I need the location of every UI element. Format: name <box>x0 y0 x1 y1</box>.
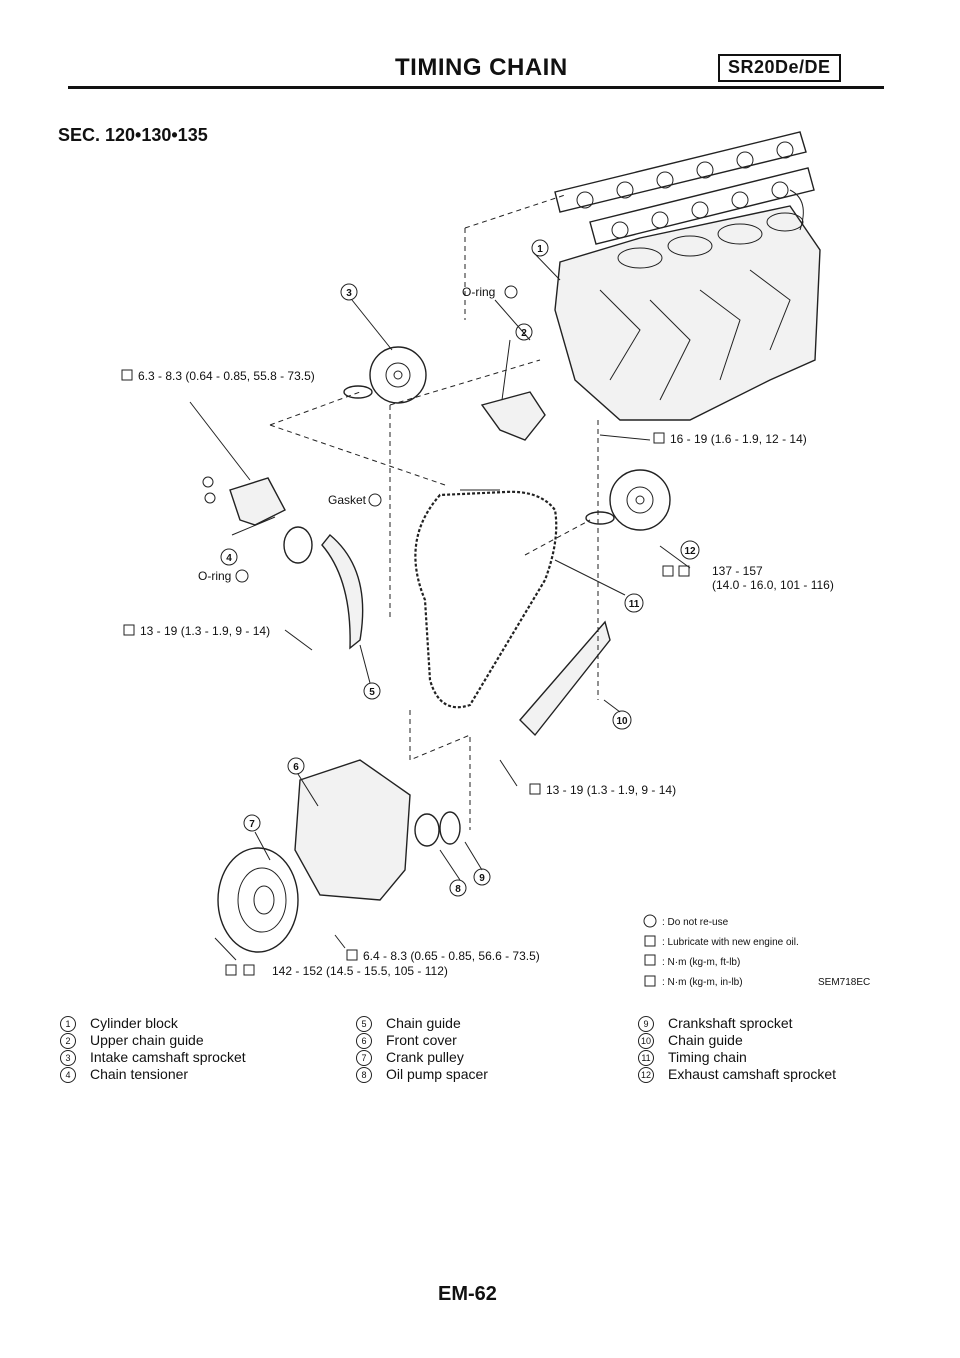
part-number: 10 <box>638 1033 654 1050</box>
list-item: 2 Upper chain guide <box>60 1032 246 1050</box>
torque-camshaft-sprocket-a: 137 - 157 <box>712 564 763 578</box>
figure-id: SEM718EC <box>818 977 870 988</box>
part-number: 8 <box>356 1067 372 1084</box>
engine-badge: SR20De/DE <box>718 54 841 82</box>
callout-4: 4 <box>226 553 232 564</box>
oring-left-label: O-ring <box>198 569 231 583</box>
part-name: Chain guide <box>386 1015 461 1031</box>
list-item: 4 Chain tensioner <box>60 1066 246 1084</box>
part-number: 2 <box>60 1033 76 1050</box>
part-name: Exhaust camshaft sprocket <box>668 1066 837 1082</box>
callout-3: 3 <box>346 288 352 299</box>
callout-10: 10 <box>616 716 628 727</box>
torque-upper-guide: 16 - 19 (1.6 - 1.9, 12 - 14) <box>670 432 807 446</box>
callout-8: 8 <box>455 884 461 895</box>
list-item: 5 Chain guide <box>356 1015 488 1033</box>
part-name: Crankshaft sprocket <box>668 1015 793 1031</box>
part-name: Cylinder block <box>90 1015 178 1031</box>
legend-nm-ftlb: : N·m (kg-m, ft-lb) <box>662 957 740 968</box>
page-number: EM-62 <box>438 1283 497 1305</box>
part-number: 1 <box>60 1016 76 1033</box>
list-item: 1 Cylinder block <box>60 1015 246 1033</box>
part-number: 3 <box>60 1050 76 1067</box>
part-name: Timing chain <box>668 1049 747 1065</box>
callout-2: 2 <box>521 328 527 339</box>
part-number: 12 <box>638 1067 654 1084</box>
front-cover <box>294 759 411 901</box>
parts-column-3: 9 Crankshaft sprocket 10 Chain guide 11 Tim… <box>638 1015 837 1084</box>
list-item: 6 Front cover <box>356 1032 488 1050</box>
crank-pulley <box>217 847 299 953</box>
leader-lines <box>189 194 691 961</box>
oil-pump-spacer <box>414 813 440 847</box>
torque-camshaft-sprocket-b: (14.0 - 16.0, 101 - 116) <box>712 578 834 592</box>
legend-lubricate: : Lubricate with new engine oil. <box>662 937 799 948</box>
page-title: TIMING CHAIN <box>395 54 568 81</box>
camshafts <box>554 131 815 245</box>
chain-tensioner <box>202 476 313 564</box>
torque-crank-pulley: 142 - 152 (14.5 - 15.5, 105 - 112) <box>272 964 448 978</box>
torque-front-cover: 6.4 - 8.3 (0.65 - 0.85, 56.6 - 73.5) <box>363 949 540 963</box>
list-item: 9 Crankshaft sprocket <box>638 1015 836 1033</box>
part-number: 11 <box>638 1050 654 1067</box>
torque-chain-guide: 13 - 19 (1.3 - 1.9, 9 - 14) <box>546 783 676 797</box>
section-code: SEC. 120•130•135 <box>58 125 208 145</box>
list-item: 11 Timing chain <box>638 1049 836 1067</box>
timing-chain <box>414 490 558 709</box>
diagram-labels: 6.3 - 8.3 (0.64 - 0.85, 55.8 - 73.5) O-r… <box>121 285 834 978</box>
legend: : Do not re-use : Lubricate with new eng… <box>643 914 870 988</box>
list-item: 3 Intake camshaft sprocket <box>60 1049 246 1067</box>
upper-chain-guide <box>480 391 546 441</box>
gasket-label: Gasket <box>328 493 367 507</box>
legend-nm-inlb: : N·m (kg-m, in-lb) <box>662 977 743 988</box>
part-name: Oil pump spacer <box>386 1066 488 1082</box>
header-rule <box>68 86 884 89</box>
intake-camshaft-sprocket <box>343 346 427 404</box>
callout-11: 11 <box>629 599 640 610</box>
cylinder-block <box>554 189 821 421</box>
crankshaft-sprocket <box>439 811 461 845</box>
part-number: 9 <box>638 1016 654 1033</box>
part-number: 6 <box>356 1033 372 1050</box>
chain-guide-left <box>321 534 364 650</box>
torque-intake-sprocket-bolt: 6.3 - 8.3 (0.64 - 0.85, 55.8 - 73.5) <box>138 369 315 383</box>
part-name: Front cover <box>386 1032 457 1048</box>
list-item: 10 Chain guide <box>638 1032 836 1050</box>
callout-6: 6 <box>293 762 299 773</box>
part-number: 4 <box>60 1067 76 1084</box>
callout-7: 7 <box>249 819 255 830</box>
part-number: 7 <box>356 1050 372 1067</box>
torque-tensioner: 13 - 19 (1.3 - 1.9, 9 - 14) <box>140 624 270 638</box>
list-item: 8 Oil pump spacer <box>356 1066 488 1084</box>
part-number: 5 <box>356 1016 372 1033</box>
parts-column-1: 1 Cylinder block 2 Upper chain guide 3 Inta… <box>60 1015 246 1084</box>
list-item: 12 Exhaust camshaft sprocket <box>638 1066 837 1084</box>
callout-9: 9 <box>479 873 485 884</box>
exhaust-camshaft-sprocket <box>585 469 671 531</box>
oring-top-label: O-ring <box>462 285 495 299</box>
part-name: Crank pulley <box>386 1049 464 1065</box>
part-name: Chain guide <box>668 1032 743 1048</box>
legend-do-not-reuse: : Do not re-use <box>662 917 729 928</box>
callout-5: 5 <box>369 687 375 698</box>
callout-1: 1 <box>537 244 543 255</box>
part-name: Chain tensioner <box>90 1066 189 1082</box>
chain-guide-right <box>519 620 611 737</box>
callout-12: 12 <box>684 546 696 557</box>
callout-numbers: 1 2 3 4 5 6 7 8 9 10 11 12 <box>220 239 700 897</box>
part-name: Intake camshaft sprocket <box>90 1049 246 1065</box>
list-item: 7 Crank pulley <box>356 1049 488 1067</box>
part-name: Upper chain guide <box>90 1032 204 1048</box>
